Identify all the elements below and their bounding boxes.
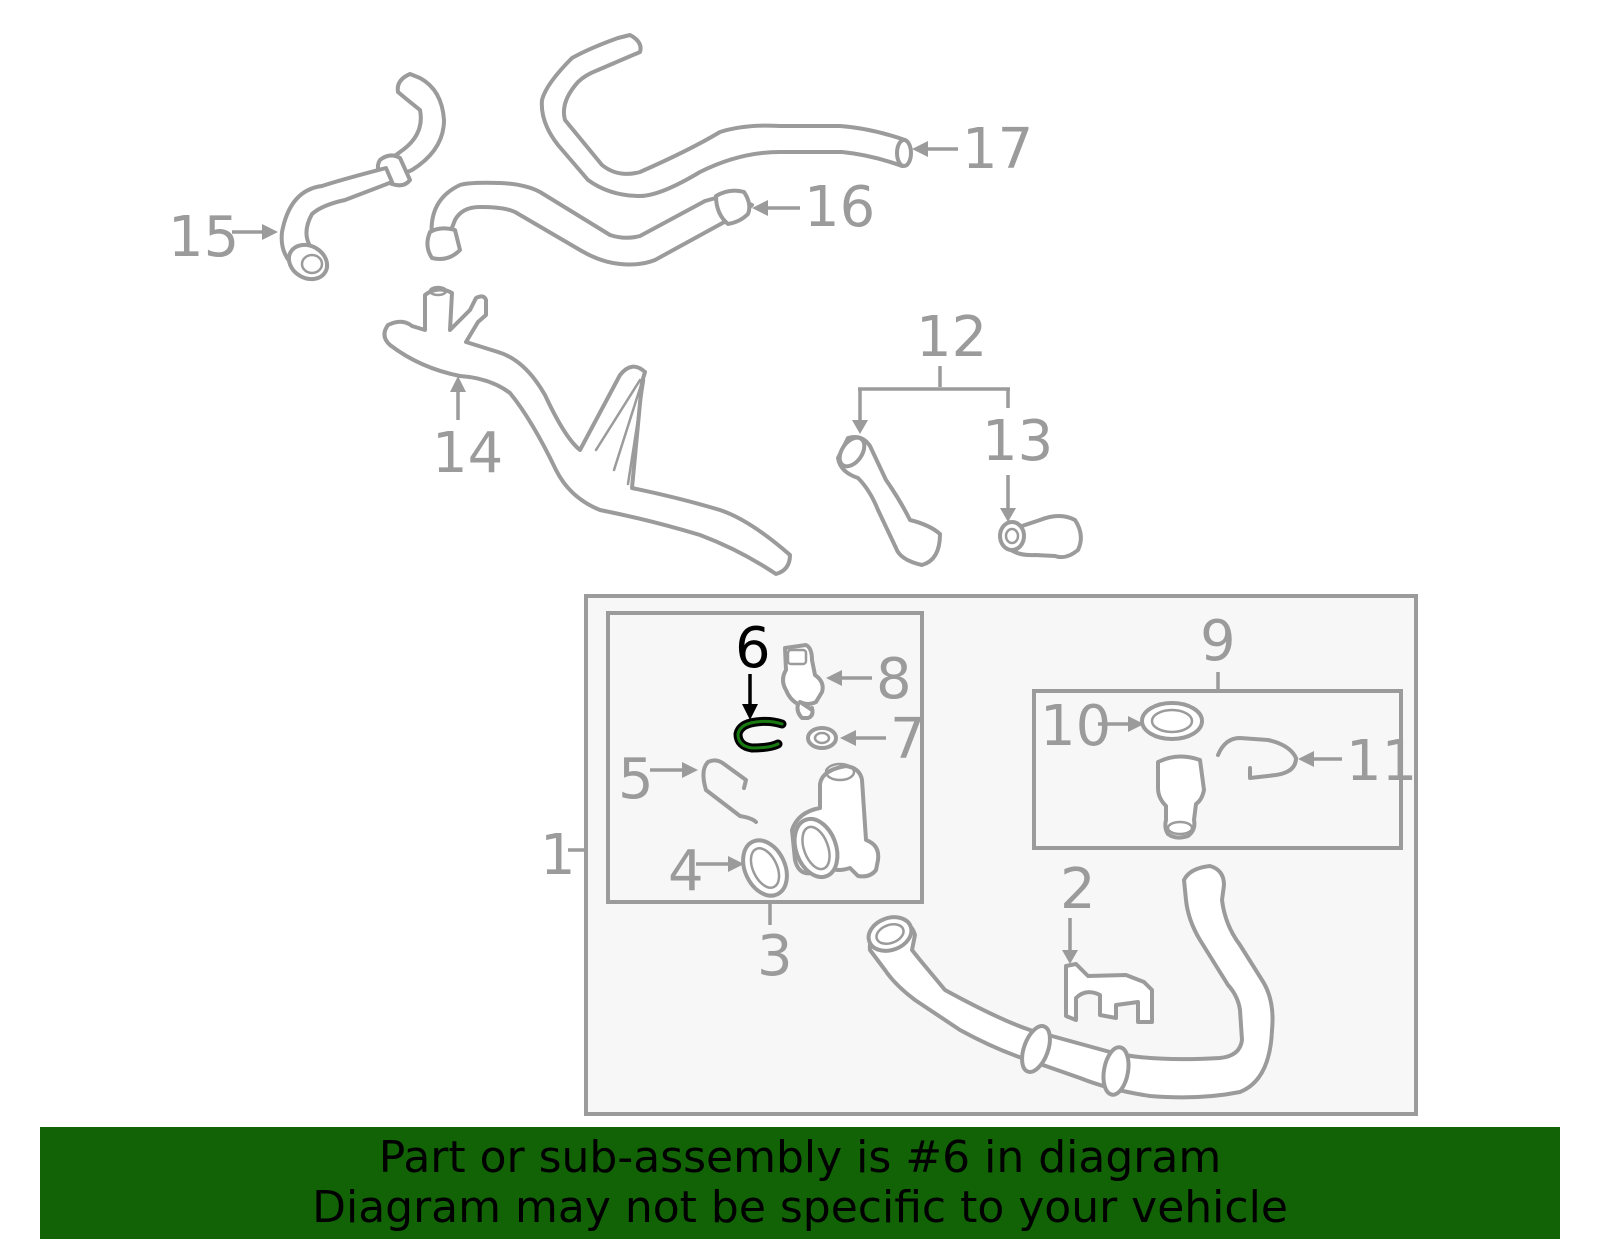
callout-4: 4 bbox=[668, 839, 744, 904]
part-13-connector[interactable] bbox=[998, 514, 1083, 560]
callout-14: 14 bbox=[432, 376, 503, 486]
callout-6: 6 bbox=[735, 616, 771, 720]
part-16-hose[interactable] bbox=[425, 180, 754, 267]
part-10-o-ring[interactable] bbox=[1140, 701, 1204, 741]
callout-10: 10 bbox=[1040, 694, 1144, 759]
svg-text:13: 13 bbox=[982, 409, 1053, 474]
part-7-o-ring[interactable] bbox=[806, 726, 838, 750]
callout-16: 16 bbox=[752, 175, 875, 240]
part-4-o-ring[interactable] bbox=[735, 833, 796, 902]
svg-text:17: 17 bbox=[962, 117, 1033, 182]
svg-text:14: 14 bbox=[432, 421, 503, 486]
svg-text:16: 16 bbox=[804, 175, 875, 240]
svg-text:4: 4 bbox=[668, 839, 704, 904]
svg-text:15: 15 bbox=[168, 205, 239, 270]
svg-text:1: 1 bbox=[540, 823, 576, 888]
svg-text:7: 7 bbox=[890, 707, 926, 772]
part-12-hose[interactable] bbox=[835, 433, 942, 567]
svg-text:6: 6 bbox=[735, 616, 771, 681]
part-6-clip[interactable] bbox=[733, 716, 787, 753]
part-15-hose[interactable] bbox=[279, 72, 446, 286]
svg-text:10: 10 bbox=[1040, 694, 1111, 759]
banner-part-note: Part or sub-assembly is #6 in diagram bbox=[378, 1132, 1222, 1183]
svg-text:12: 12 bbox=[916, 305, 987, 370]
part-main-hose[interactable] bbox=[864, 864, 1275, 1100]
part-2-bracket[interactable] bbox=[1064, 962, 1154, 1024]
part-8-sensor[interactable] bbox=[781, 643, 825, 720]
part-9-valve[interactable] bbox=[1156, 754, 1206, 840]
callout-17: 17 bbox=[912, 117, 1033, 182]
part-housing[interactable] bbox=[787, 762, 881, 883]
subassembly-box-9 bbox=[1032, 689, 1403, 850]
callout-3: 3 bbox=[757, 902, 793, 989]
svg-text:5: 5 bbox=[618, 747, 654, 812]
svg-text:11: 11 bbox=[1346, 729, 1417, 794]
callout-15: 15 bbox=[168, 205, 278, 270]
callout-1: 1 bbox=[540, 823, 586, 888]
banner-disclaimer: Diagram may not be specific to your vehi… bbox=[312, 1182, 1288, 1233]
callout-12: 12 bbox=[852, 305, 1010, 434]
part-5-clip[interactable] bbox=[701, 758, 758, 824]
info-banner: Part or sub-assembly is #6 in diagram Di… bbox=[40, 1127, 1560, 1239]
callout-13: 13 bbox=[982, 409, 1053, 522]
svg-text:9: 9 bbox=[1200, 609, 1236, 674]
callout-5: 5 bbox=[618, 747, 698, 812]
svg-text:3: 3 bbox=[757, 924, 793, 989]
part-11-clip[interactable] bbox=[1216, 736, 1298, 780]
part-17-hose[interactable] bbox=[539, 33, 913, 198]
svg-text:2: 2 bbox=[1060, 857, 1096, 922]
callout-11: 11 bbox=[1298, 729, 1417, 794]
callout-7: 7 bbox=[840, 707, 926, 772]
svg-text:8: 8 bbox=[876, 647, 912, 712]
callout-9: 9 bbox=[1200, 609, 1236, 691]
callout-8: 8 bbox=[826, 647, 912, 712]
callout-2: 2 bbox=[1060, 857, 1096, 964]
part-14-pipe[interactable] bbox=[382, 285, 792, 576]
